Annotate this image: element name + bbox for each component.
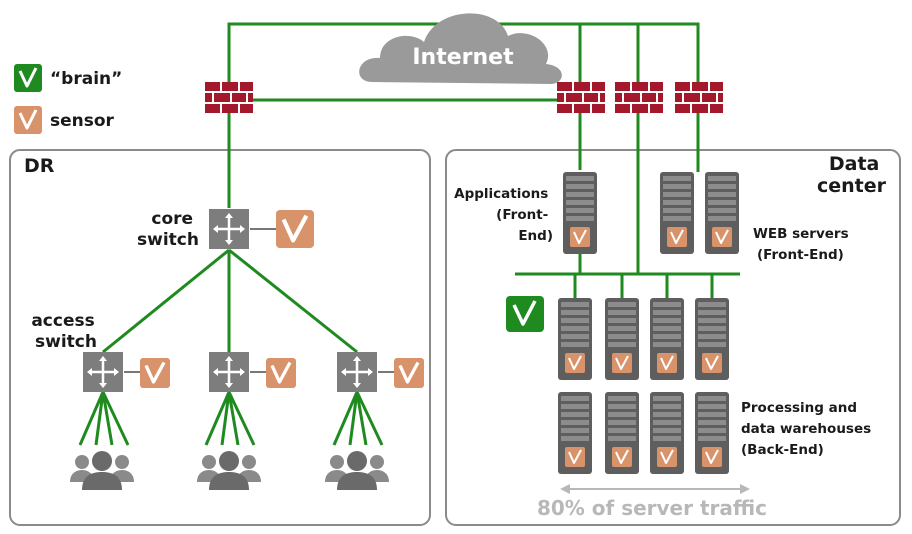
cloud-icon — [359, 13, 562, 84]
application-server-icon — [562, 171, 598, 255]
access-switch-sensor-icon — [138, 356, 172, 390]
access-switch-label-line2: switch — [35, 332, 97, 352]
legend: “brain” sensor — [14, 64, 122, 134]
backend-server-icon — [649, 391, 685, 475]
access-switch-icon — [207, 350, 251, 394]
processing-label-line2: data warehouses — [741, 421, 871, 437]
web-servers-label-line1: WEB servers — [753, 226, 849, 242]
web-servers-label-line2: (Front-End) — [757, 247, 844, 263]
processing-label: Processing and data warehouses (Back-End… — [741, 400, 876, 458]
backend-server-icon — [604, 391, 640, 475]
access-switch-icon — [81, 350, 125, 394]
core-switch-label: core switch — [137, 209, 199, 250]
access-switch-sensor-icon — [264, 356, 298, 390]
access-switch-sensor-icon — [392, 356, 426, 390]
internet-label: Internet — [412, 45, 514, 70]
brain-legend-label: “brain” — [50, 69, 122, 89]
brain-icon — [506, 296, 544, 332]
backend-server-icon — [694, 391, 730, 475]
core-switch-sensor-icon — [276, 210, 314, 248]
access-switch-label: access switch — [31, 311, 100, 352]
firewall-icon — [556, 81, 606, 114]
traffic-label: 80% of server traffic — [537, 496, 767, 520]
processing-label-line3: (Back-End) — [741, 442, 824, 458]
datacenter-title-line2: center — [817, 175, 887, 197]
core-switch-icon — [207, 207, 251, 251]
sensor-legend-label: sensor — [50, 111, 115, 131]
backend-server-icon — [604, 297, 640, 381]
applications-label: Applications (Front- End) — [454, 186, 553, 244]
user-group-icon — [325, 451, 389, 490]
brain-legend-icon — [14, 64, 42, 92]
processing-label-line1: Processing and — [741, 400, 857, 416]
core-switch-label-line1: core — [151, 209, 193, 229]
access-switch-icon — [335, 350, 379, 394]
access-switch-label-line1: access — [31, 311, 94, 331]
backend-server-icon — [694, 297, 730, 381]
sensor-connectors — [124, 228, 394, 373]
datacenter-zone — [445, 149, 901, 526]
backend-server-icon — [557, 297, 593, 381]
datacenter-zone-title: Data center — [817, 153, 887, 197]
firewall-icon — [674, 81, 724, 114]
dr-zone — [9, 149, 431, 526]
traffic-arrow — [560, 484, 750, 494]
web-server-icon — [659, 171, 695, 255]
web-server-icon — [704, 171, 740, 255]
applications-label-line2: (Front- — [496, 207, 548, 223]
dr-zone-title: DR — [24, 155, 55, 177]
web-servers-label: WEB servers (Front-End) — [753, 226, 853, 263]
firewall-icon — [204, 81, 254, 114]
firewall-icon — [614, 81, 664, 114]
applications-label-line3: End) — [518, 228, 553, 244]
sensor-legend-icon — [14, 106, 42, 134]
backend-server-icon — [557, 391, 593, 475]
backend-server-icon — [649, 297, 685, 381]
user-group-icon — [197, 451, 261, 490]
user-group-icon — [70, 451, 134, 490]
core-switch-label-line2: switch — [137, 230, 199, 250]
applications-label-line1: Applications — [454, 186, 548, 202]
datacenter-title-line1: Data — [829, 153, 880, 175]
